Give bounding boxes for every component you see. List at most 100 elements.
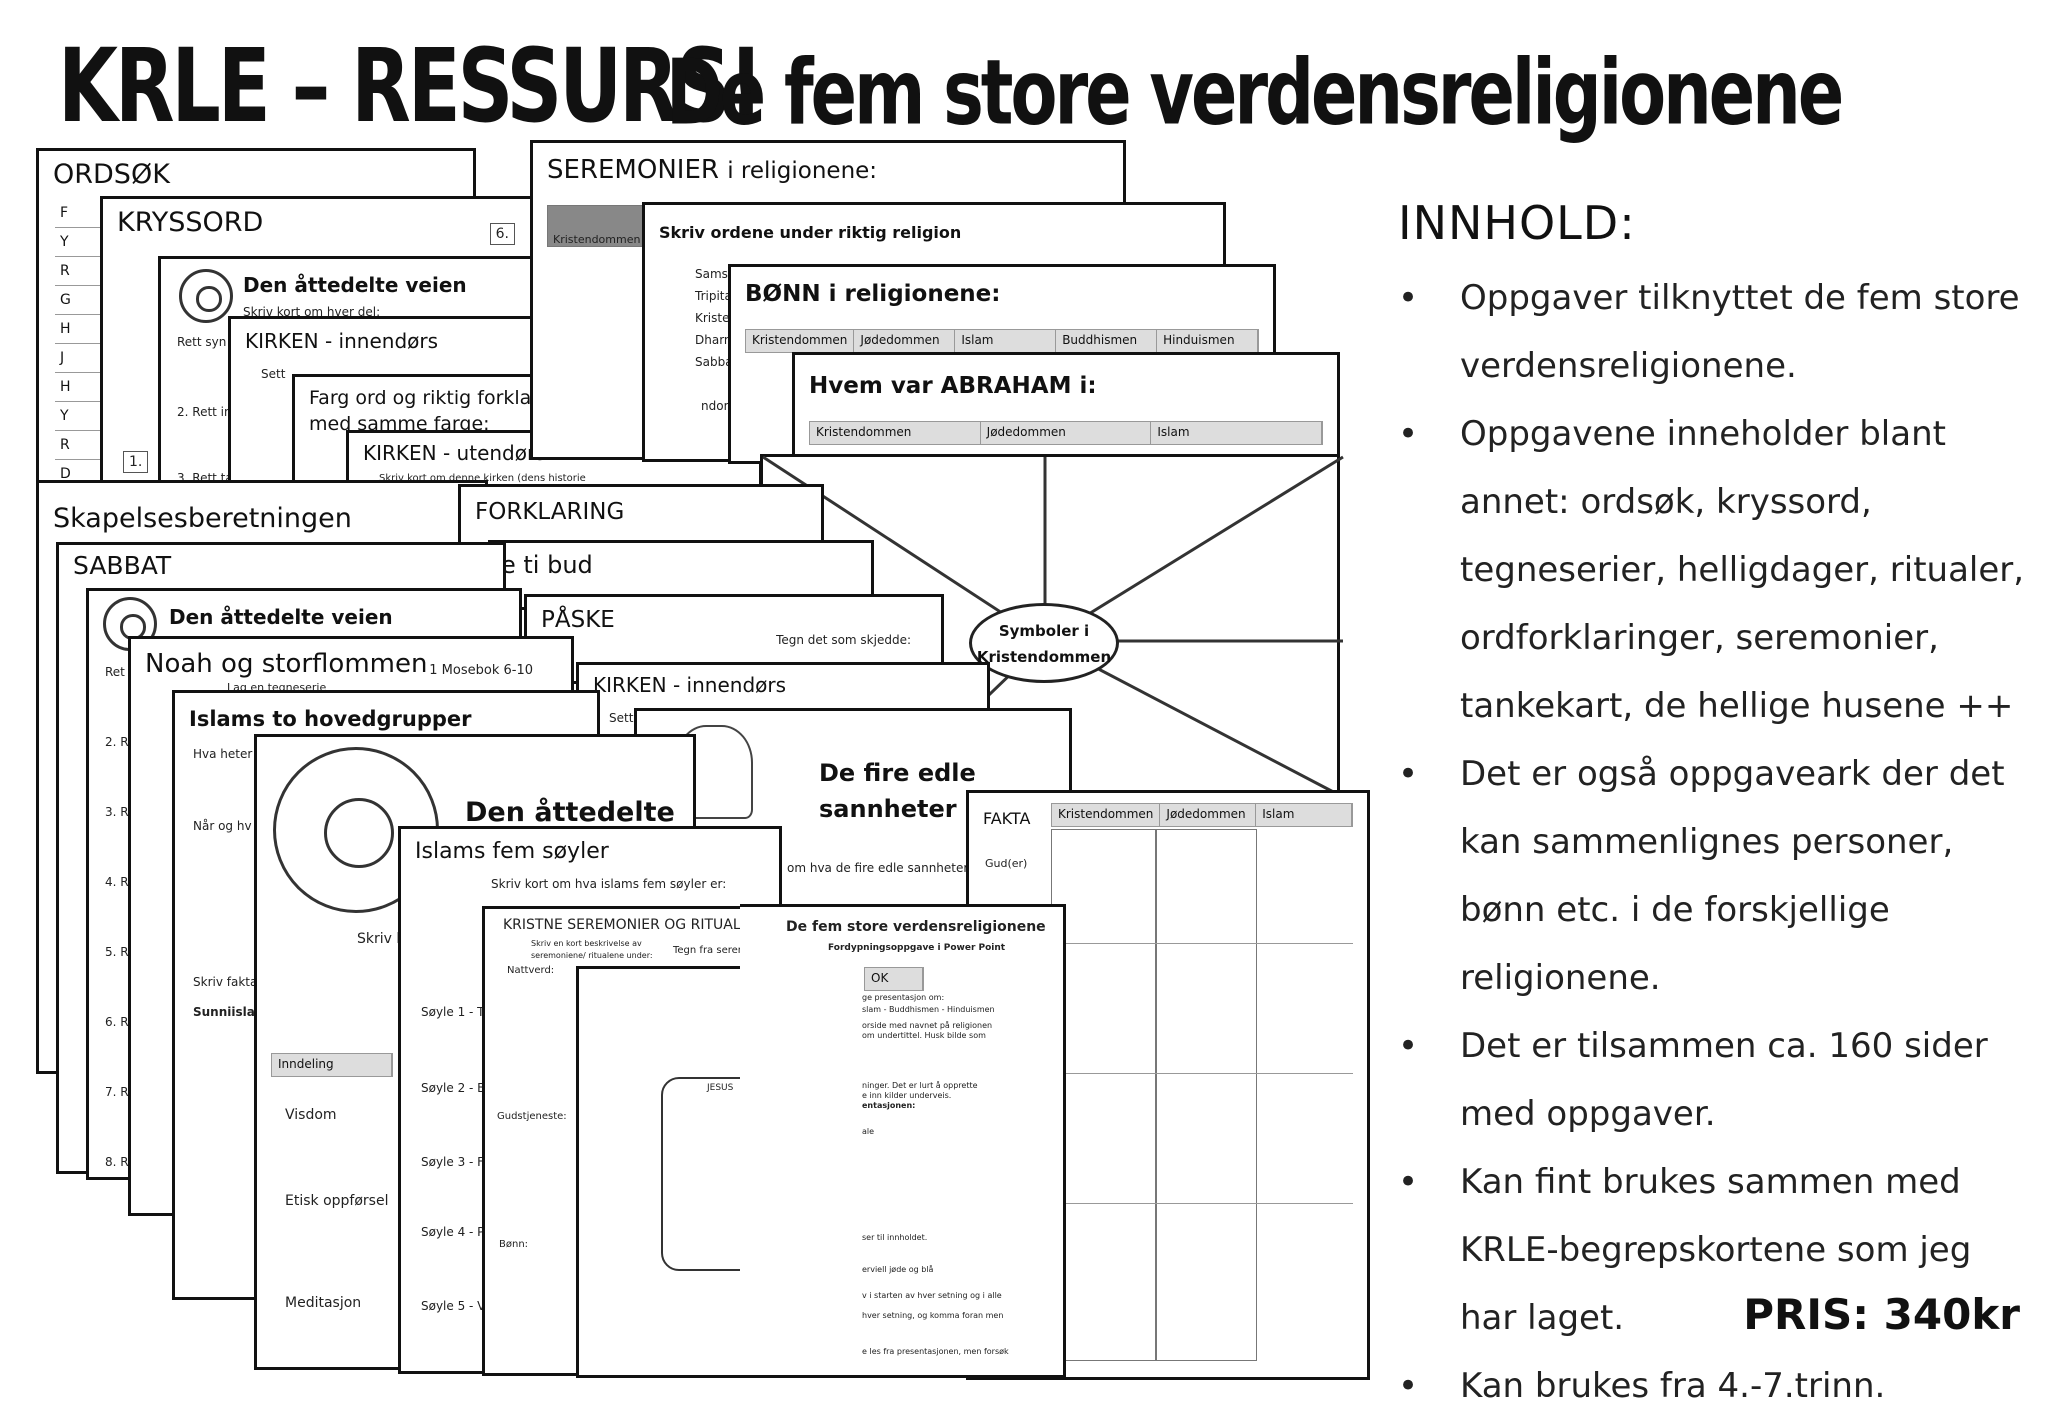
worksheet-title: SEREMONIER i religionene:	[547, 155, 878, 185]
content-heading: INNHOLD:	[1398, 196, 1636, 250]
worksheet-title: SABBAT	[73, 551, 172, 580]
instruction: Skriv kort om denne kirken (dens histori…	[379, 473, 586, 484]
instruction: Tegn fra serem	[673, 945, 748, 956]
worksheet-title: De fem store verdensreligionene	[786, 919, 1046, 935]
row-label: Søyle 2 - B	[421, 1081, 486, 1095]
instruction: Sett	[261, 367, 286, 381]
list-item: Oppgaver tilknyttet de fem store verdens…	[1398, 264, 2028, 400]
row-label: Rett syn	[177, 335, 227, 349]
row-line	[983, 1073, 1353, 1074]
worksheet-title: BØNN i religionene:	[745, 281, 1001, 307]
instruction: Skriv k	[357, 931, 405, 947]
worksheet-title: ORDSØK	[53, 159, 170, 190]
table-cell: ale	[862, 1127, 875, 1136]
row-label: Søyle 5 - V	[421, 1299, 486, 1313]
worksheet-title: Islams to hovedgrupper	[189, 707, 472, 731]
worksheet-title: Den åttedelte	[465, 797, 675, 828]
row-label: Bønn:	[499, 1239, 529, 1250]
box-label: Sunniislam	[193, 1005, 268, 1019]
truncated-label: ndom	[701, 399, 736, 413]
worksheet-title: Skriv ordene under riktig religion	[659, 223, 962, 242]
worksheet-title: KIRKEN - utendørs	[363, 441, 546, 465]
column-header: Kristendommen	[553, 233, 641, 246]
row-label: 8. R	[105, 1155, 129, 1169]
list-item: Det er tilsammen ca. 160 sider med oppga…	[1398, 1012, 2028, 1148]
worksheet-title: Noah og storflommen	[145, 649, 428, 679]
word: Kriste	[695, 311, 730, 325]
row-label: 5. R	[105, 945, 129, 959]
table-header	[547, 205, 649, 247]
list-item: Kan fint brukes sammen med KRLE-begrepsk…	[1398, 1148, 2028, 1352]
subtitle: Fordypningsoppgave i Power Point	[828, 943, 1006, 953]
worksheet-powerpoint: De fem store verdensreligionene Fordypni…	[740, 904, 1066, 1378]
table-cell: ser til innholdet.	[862, 1233, 928, 1242]
table-grid	[1051, 829, 1157, 1361]
row-label: Søyle 4 - Pi	[421, 1225, 488, 1239]
table-cell: entasjonen:	[862, 1101, 916, 1110]
worksheet-title: KRYSSORD	[117, 207, 264, 238]
worksheet-title: Hvem var ABRAHAM i:	[809, 373, 1097, 399]
row-label: Gud(er)	[985, 857, 1028, 870]
sub-title: De fem store verdensreligionene	[666, 39, 1844, 145]
worksheet-title: Skapelsesberetningen	[53, 503, 352, 534]
table-cell: om undertittel. Husk bilde som	[862, 1031, 986, 1040]
row-line	[983, 1203, 1353, 1204]
question: Hva heter	[193, 747, 253, 761]
instruction: Skriv kort om hva islams fem søyler er:	[491, 877, 727, 891]
cell-number: 6.	[489, 223, 515, 245]
table-cell: hver setning, og komma foran men	[862, 1311, 1004, 1320]
row-label: Søyle 3 - Fa	[421, 1155, 491, 1169]
instruction: seremoniene/ ritualene under:	[531, 951, 653, 960]
list-item: Det er også oppgaveark der det kan samme…	[1398, 740, 2028, 1012]
row-label: Ret	[105, 665, 125, 679]
table-cell: erviell jøde og blå	[862, 1265, 934, 1274]
table-cell: orside med navnet på religionen	[862, 1021, 993, 1030]
row-label: 7. R	[105, 1085, 129, 1099]
table-cell: ninger. Det er lurt å opprette	[862, 1081, 978, 1090]
table-cell: e les fra presentasjonen, men forsøk	[862, 1347, 1009, 1356]
worksheet-title: De fire edle	[819, 759, 976, 787]
question: Når og hv	[193, 819, 252, 833]
worksheet-title: KIRKEN - innendørs	[593, 673, 787, 697]
word: Dharm	[695, 333, 736, 347]
dharma-wheel-icon	[179, 269, 233, 323]
content-panel: INNHOLD: Oppgaver tilknyttet de fem stor…	[1398, 196, 2028, 1420]
main-title: KRLE – RESSURS!	[58, 27, 764, 146]
row-line	[983, 943, 1353, 944]
row-label: Etisk oppførsel	[285, 1193, 389, 1209]
instruction: Skriv en kort beskrivelse av	[531, 939, 642, 948]
question: Skriv fakta	[193, 975, 258, 989]
worksheet-title: med samme farge:	[309, 413, 490, 435]
table-header: OK	[864, 967, 924, 991]
row-label: Søyle 1 - Tr	[421, 1005, 488, 1019]
row-label: 4. R	[105, 875, 129, 889]
worksheet-title: Den åttedelte veien	[243, 273, 467, 297]
worksheet-title: sannheter	[819, 795, 957, 823]
row-label: Meditasjon	[285, 1295, 362, 1311]
cell-number: 1.	[123, 451, 149, 473]
content-list: Oppgaver tilknyttet de fem store verdens…	[1398, 264, 2028, 1420]
list-item: Kan brukes fra 4.-7.trinn.	[1398, 1352, 2028, 1420]
table-cell: v i starten av hver setning og i alle	[862, 1291, 1002, 1300]
row-label: Nattverd:	[507, 965, 555, 976]
instruction: Skriv kort om hver del:	[243, 305, 381, 319]
row-label: Gudstjeneste:	[497, 1111, 567, 1122]
worksheet-title: Den åttedelte veien	[169, 605, 393, 629]
word: Sabba	[695, 355, 733, 369]
word: Tripita	[695, 289, 732, 303]
row-label: 3. R	[105, 805, 129, 819]
worksheet-title: Islams fem søyler	[415, 839, 609, 864]
row-label: 2. R	[105, 735, 129, 749]
worksheet-title: PÅSKE	[541, 607, 615, 633]
table-header: Inndeling	[271, 1053, 393, 1077]
list-item: Oppgavene inneholder blant annet: ordsøk…	[1398, 400, 2028, 740]
worksheet-title: e ti bud	[501, 551, 593, 579]
worksheet-title: FORKLARING	[475, 499, 625, 525]
bible-reference: 1 Mosebok 6-10	[429, 663, 533, 678]
table-grid	[1155, 829, 1257, 1361]
worksheet-title: KRISTNE SEREMONIER OG RITUALER	[503, 917, 760, 933]
worksheet-title: KIRKEN - innendørs	[245, 329, 439, 353]
instruction: Tegn det som skjedde:	[776, 633, 911, 647]
